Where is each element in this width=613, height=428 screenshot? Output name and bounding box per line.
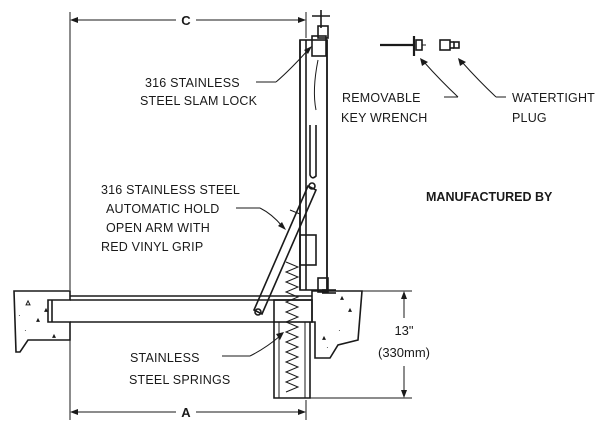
plug-line-2: PLUG bbox=[512, 111, 547, 125]
svg-text:·: · bbox=[338, 326, 341, 335]
slam-lock-line-2: STEEL SLAM LOCK bbox=[140, 94, 258, 108]
svg-text:▴: ▴ bbox=[348, 305, 352, 314]
watertight-plug-icon bbox=[439, 39, 460, 51]
hatch-frame bbox=[51, 295, 313, 399]
callout-key-wrench: REMOVABLE KEY WRENCH bbox=[341, 58, 459, 125]
dimension-c: C bbox=[69, 12, 307, 290]
depth-metric: (330mm) bbox=[378, 345, 430, 360]
manufacturer-text: MANUFACTURED BY bbox=[426, 190, 553, 204]
springs-line-2: STEEL SPRINGS bbox=[129, 373, 230, 387]
springs-line-1: STAINLESS bbox=[130, 351, 200, 365]
wrench-line-2: KEY WRENCH bbox=[341, 111, 428, 125]
slam-lock-line-1: 316 STAINLESS bbox=[145, 76, 240, 90]
svg-text:▴: ▴ bbox=[26, 298, 30, 307]
plug-line-1: WATERTIGHT bbox=[512, 91, 595, 105]
svg-text:▴: ▴ bbox=[340, 293, 344, 302]
arm-line-1: 316 STAINLESS STEEL bbox=[101, 183, 240, 197]
dimension-c-label: C bbox=[181, 13, 191, 28]
svg-text:▴: ▴ bbox=[322, 333, 326, 342]
hold-open-arm bbox=[252, 182, 318, 316]
concrete-left: ▴ ▴ · ▴ · ▴ bbox=[13, 290, 71, 353]
callout-watertight-plug: WATERTIGHT PLUG bbox=[458, 58, 595, 125]
svg-text:·: · bbox=[24, 326, 27, 335]
depth-imperial: 13" bbox=[394, 323, 413, 338]
arm-line-3: OPEN ARM WITH bbox=[106, 221, 210, 235]
callout-hold-open-arm: 316 STAINLESS STEEL AUTOMATIC HOLD OPEN … bbox=[101, 183, 286, 254]
dimension-a-label: A bbox=[181, 405, 191, 420]
key-wrench-icon bbox=[380, 36, 426, 56]
callout-springs: STAINLESS STEEL SPRINGS bbox=[129, 332, 284, 387]
door-leaf bbox=[299, 10, 336, 294]
arm-line-2: AUTOMATIC HOLD bbox=[106, 202, 219, 216]
svg-text:·: · bbox=[326, 343, 329, 352]
svg-text:▴: ▴ bbox=[52, 331, 56, 340]
dimension-depth: 13" (330mm) bbox=[310, 290, 430, 399]
spring bbox=[284, 261, 300, 393]
wrench-line-1: REMOVABLE bbox=[342, 91, 421, 105]
svg-text:▴: ▴ bbox=[36, 315, 40, 324]
arm-line-4: RED VINYL GRIP bbox=[101, 240, 203, 254]
callout-slam-lock: 316 STAINLESS STEEL SLAM LOCK bbox=[140, 46, 312, 108]
dimension-a: A bbox=[69, 340, 307, 420]
svg-text:·: · bbox=[18, 311, 21, 320]
concrete-right: ▴ ▴ ▴ · · bbox=[311, 290, 363, 359]
svg-text:▴: ▴ bbox=[44, 305, 48, 314]
